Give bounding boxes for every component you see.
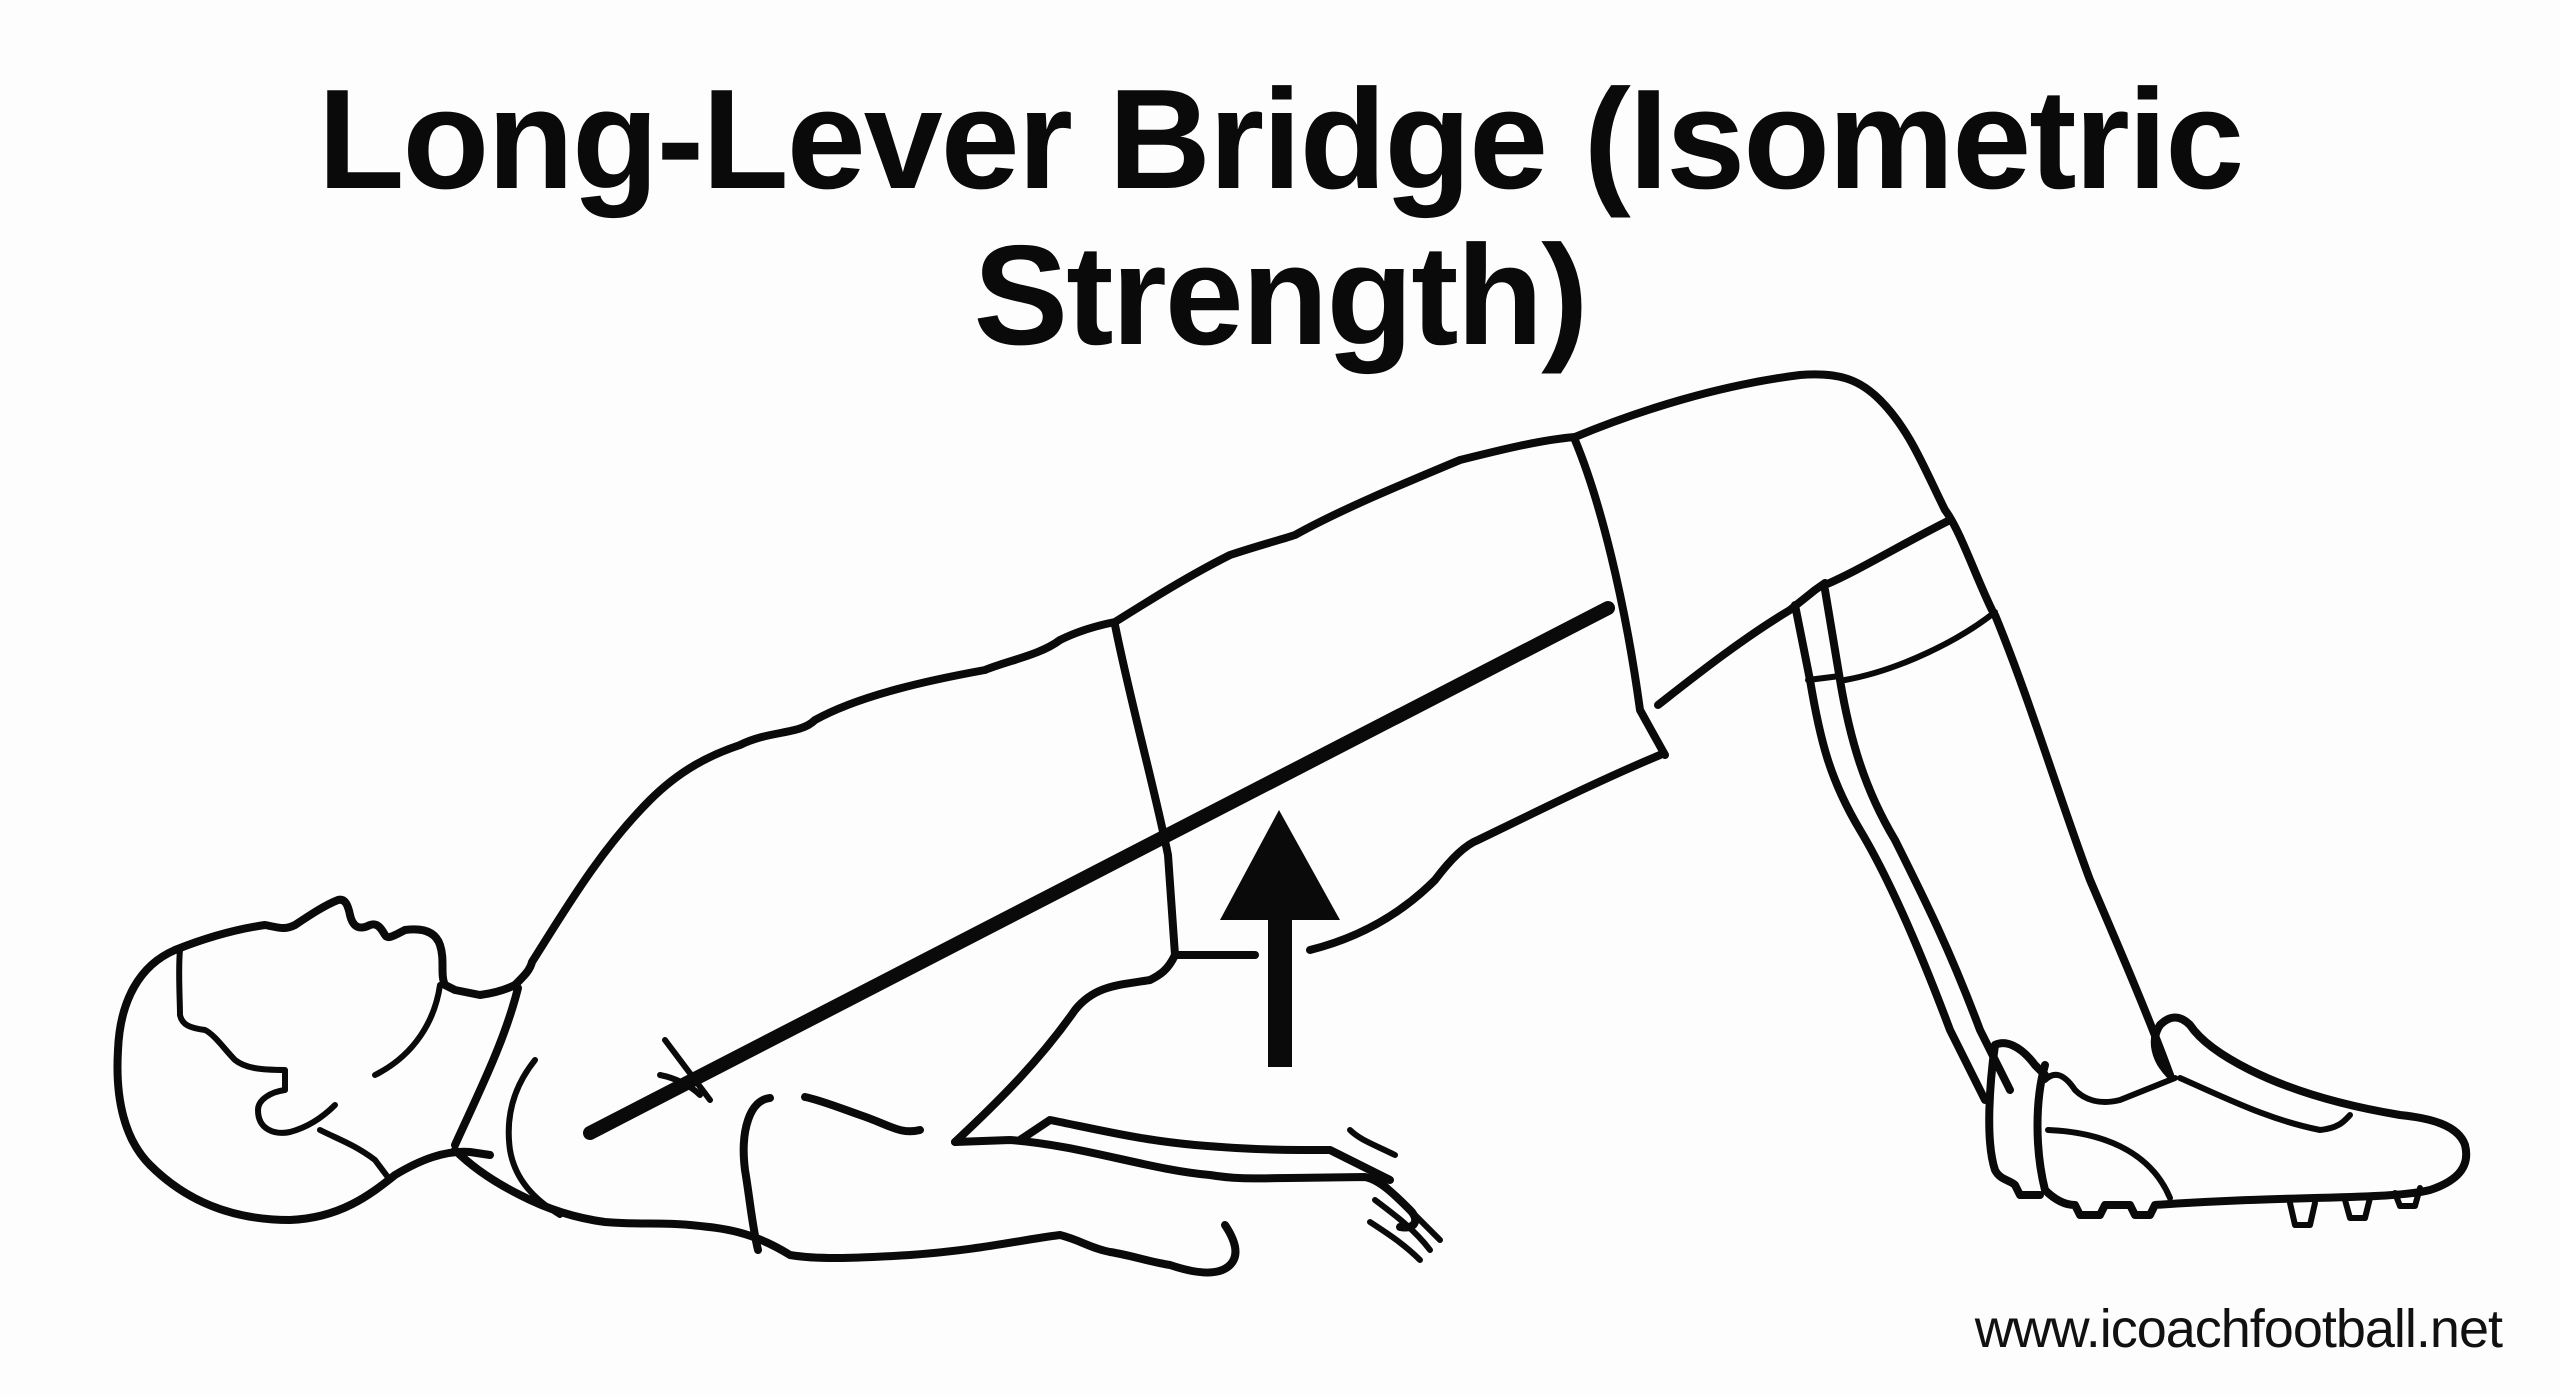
torso-shorts-outline [951,433,1829,1146]
upward-arrow-icon [1220,810,1340,1067]
thigh-knee-outline [1571,370,2174,1104]
page-title: Long-Lever Bridge (Isometric Strength) [317,60,2244,376]
shoulder-outline [451,618,1119,1229]
head-outline [113,895,519,1224]
website-credit: www.icoachfootball.net [1974,1299,2503,1359]
football-boot-outline [1985,1013,2471,1228]
body-alignment-line [583,601,1615,1140]
arms-outline [657,1037,1443,1277]
